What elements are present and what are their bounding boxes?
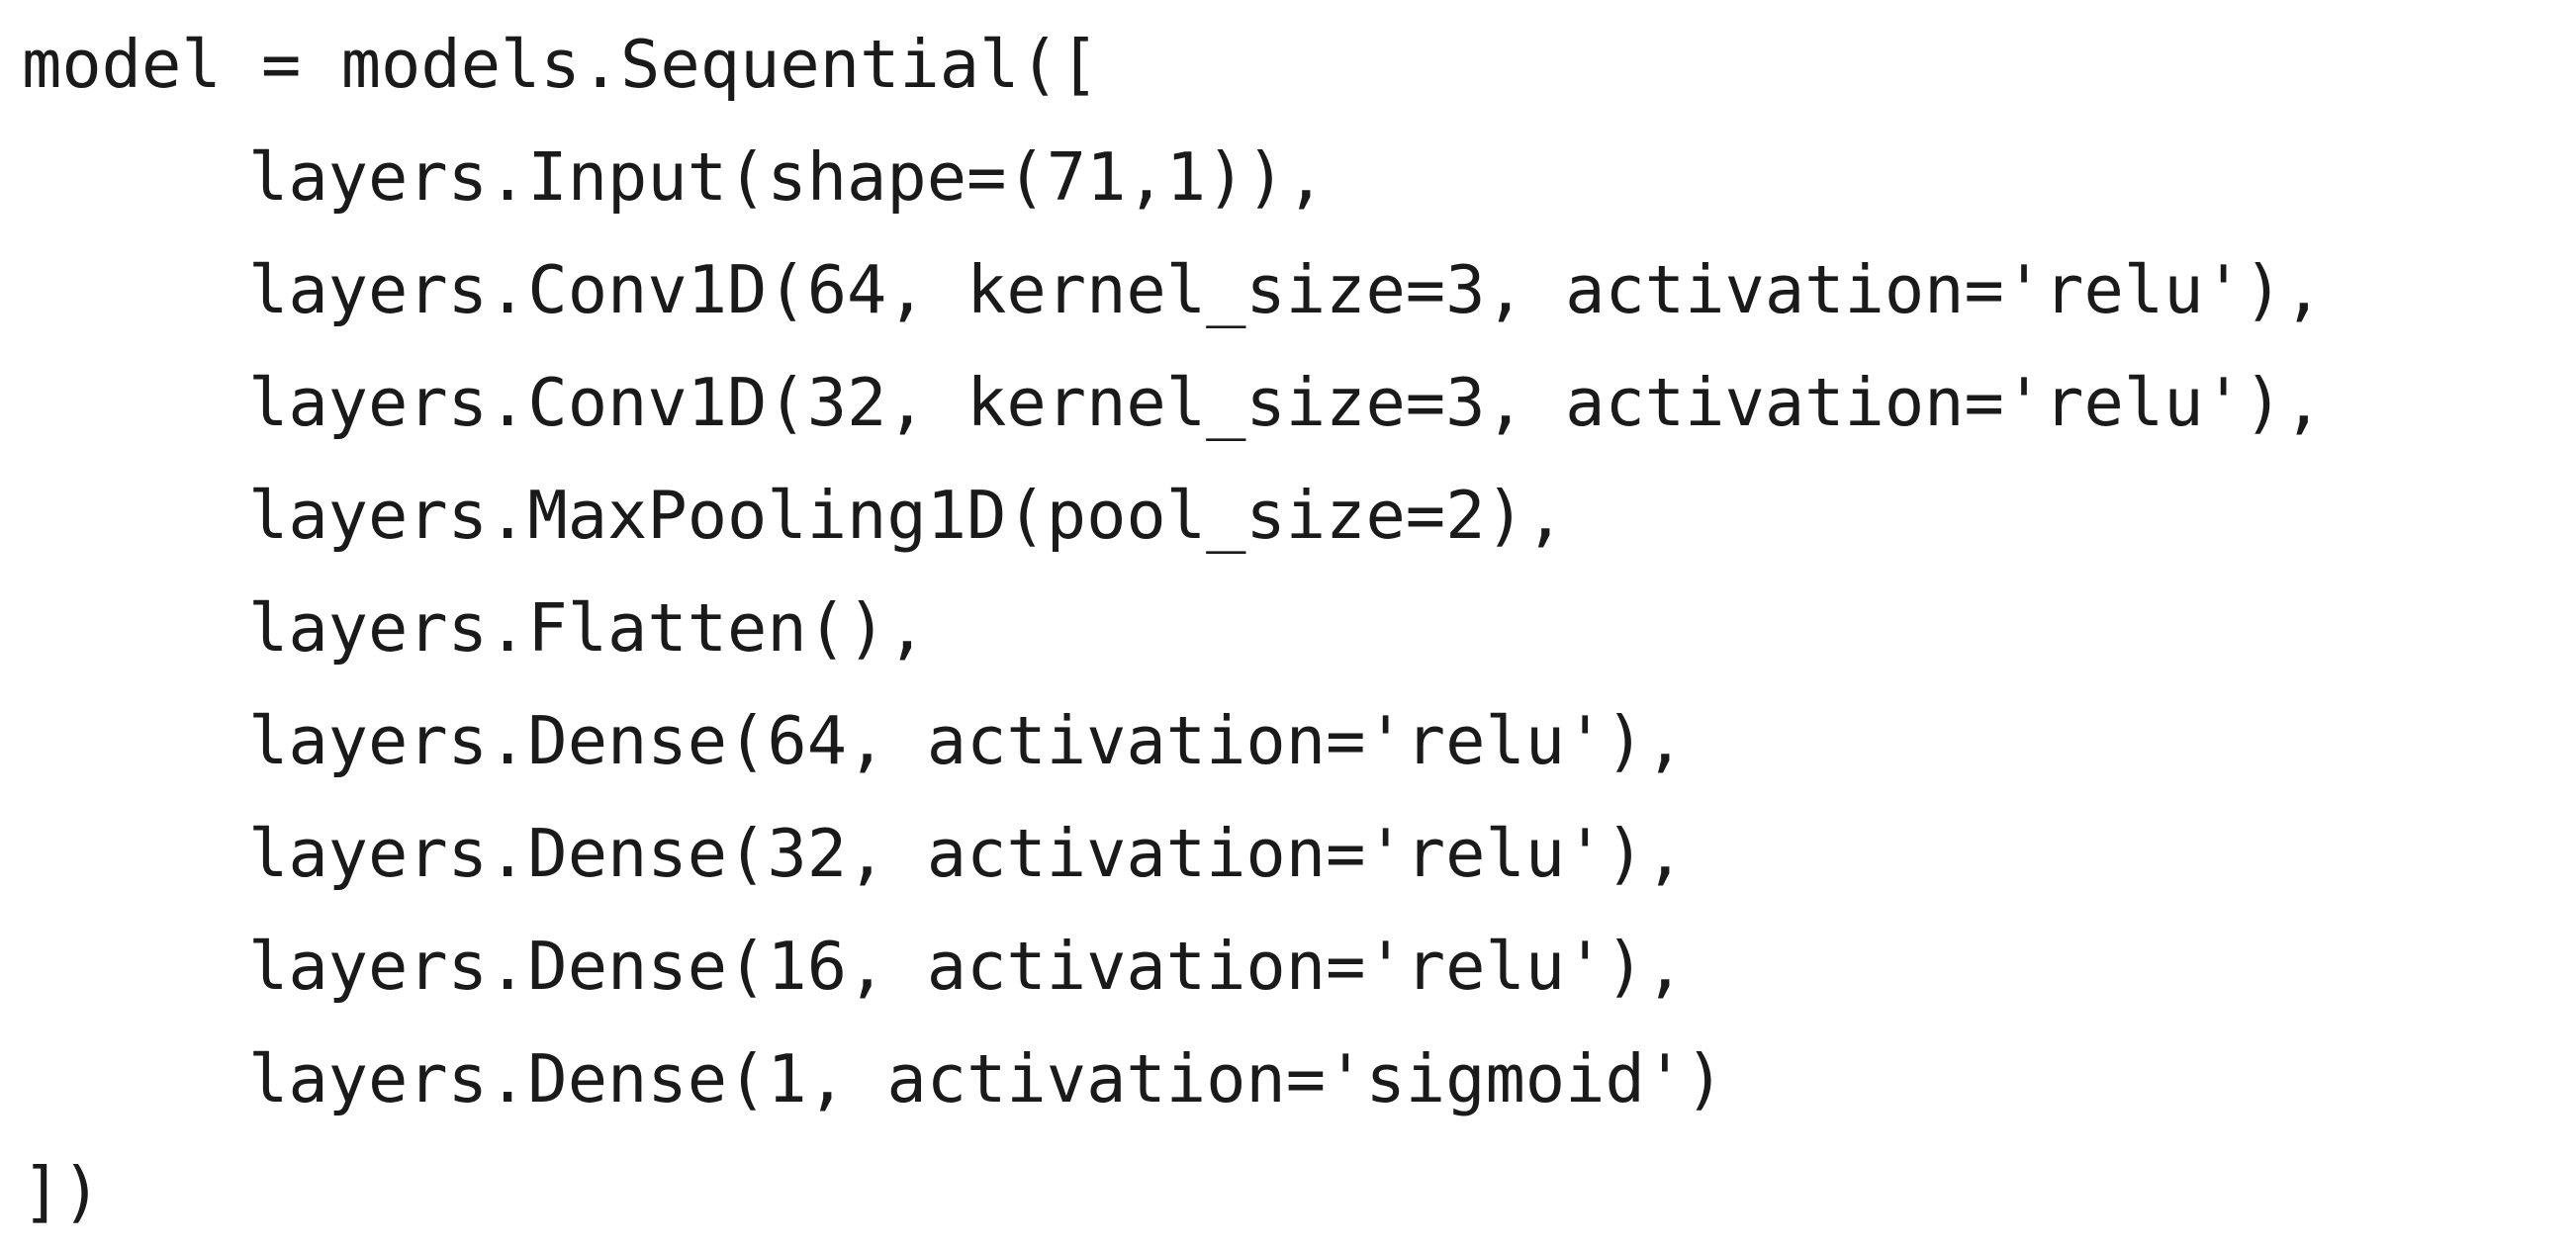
code-line-conv1d-32: layers.Conv1D(32, kernel_size=3, activat… [248,364,2324,441]
code-line-model-def: model = models.Sequential([ [22,26,1100,103]
code-line-conv1d-64: layers.Conv1D(64, kernel_size=3, activat… [248,251,2324,328]
code-line-flatten: layers.Flatten(), [248,589,927,667]
code-line-dense-16: layers.Dense(16, activation='relu'), [248,928,1686,1005]
code-line-dense-64: layers.Dense(64, activation='relu'), [248,702,1686,779]
code-line-dense-32: layers.Dense(32, activation='relu'), [248,815,1686,892]
code-line-maxpooling: layers.MaxPooling1D(pool_size=2), [248,477,1566,554]
code-line-close: ]) [22,1153,102,1230]
code-line-dense-1: layers.Dense(1, activation='sigmoid') [248,1040,1725,1117]
code-block: model = models.Sequential([ layers.Input(… [22,8,2324,1248]
code-line-input-layer: layers.Input(shape=(71,1)), [248,138,1327,216]
